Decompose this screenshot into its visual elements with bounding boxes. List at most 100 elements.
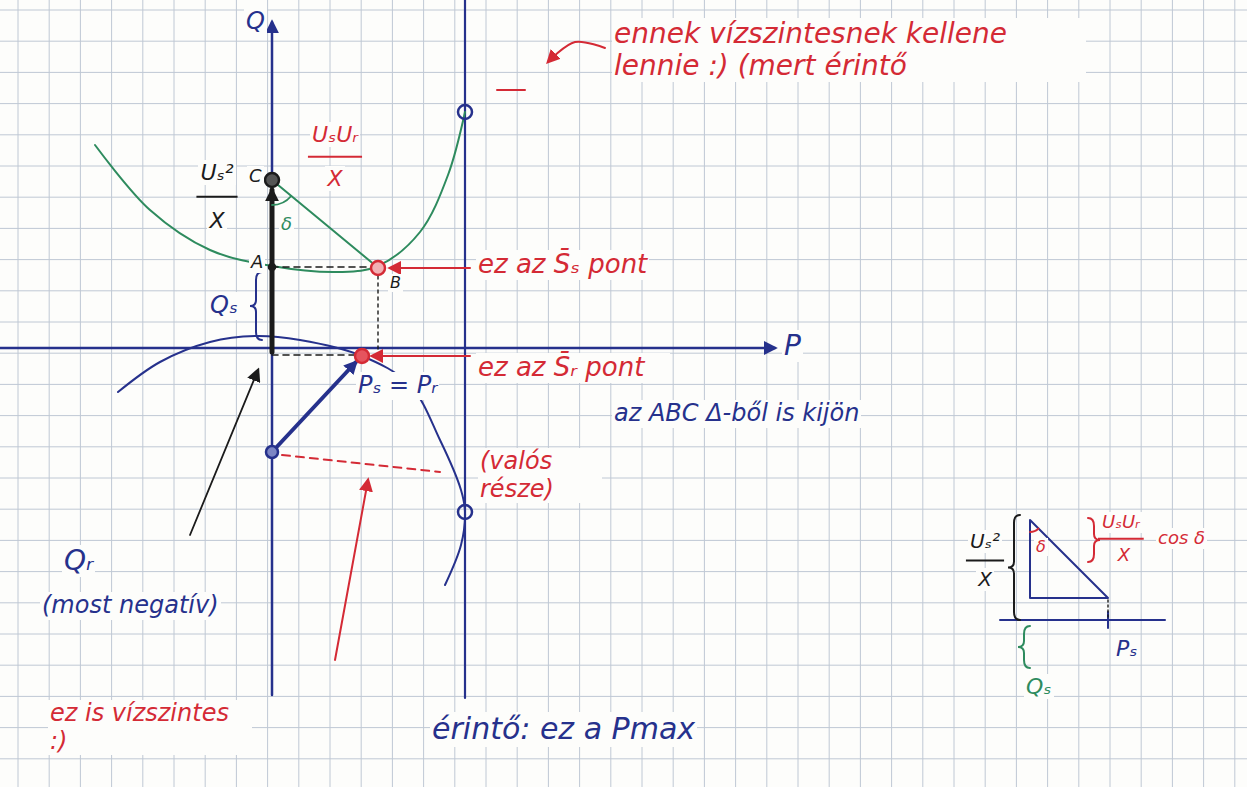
receiving-vector: [272, 362, 356, 452]
grid-line: [0, 665, 1247, 666]
grid-line: [0, 478, 1247, 479]
grid-line: [0, 571, 1247, 572]
point-a: [269, 264, 275, 270]
grid-line: [1141, 0, 1142, 787]
pointer-dash: [497, 89, 525, 91]
grid-line: [829, 0, 830, 787]
fraction-bar: [966, 560, 1004, 562]
grid-line: [486, 0, 487, 787]
inset-triangle: [1030, 520, 1108, 598]
grid-line: [0, 634, 1247, 635]
grid-line: [1016, 0, 1017, 787]
grid-line: [174, 0, 175, 787]
projection-line: [272, 354, 354, 356]
angle-label: δ: [1034, 538, 1048, 556]
grid-line: [579, 0, 580, 787]
grid-line: [891, 0, 892, 787]
grid-line: [860, 0, 861, 787]
grid-line: [80, 0, 81, 787]
grid-line: [0, 134, 1247, 135]
fraction-bar: [196, 196, 237, 198]
pointer-arrow: [372, 355, 470, 357]
note: ennek vízszintesnek kellene lennie :) (m…: [612, 18, 1086, 82]
grid-line: [673, 0, 674, 787]
fraction-denominator: X: [1116, 545, 1132, 566]
note: érintő: ez a Pmax: [430, 712, 697, 747]
grid-line: [454, 0, 455, 787]
grid-line: [0, 696, 1247, 697]
note: (valós része): [478, 448, 602, 503]
grid-line: [111, 0, 112, 787]
pointer-arrow: [548, 42, 605, 62]
grid-line: [985, 0, 986, 787]
axis-label: Q: [244, 8, 267, 36]
grid-line: [205, 0, 206, 787]
grid-line: [298, 0, 299, 787]
projection-line: [1107, 600, 1108, 618]
grid-line: [330, 0, 331, 787]
grid-line: [517, 0, 518, 787]
grid-line: [0, 228, 1247, 229]
grid-line: [1172, 0, 1173, 787]
angle-label: δ: [279, 214, 294, 235]
grid-line: [735, 0, 736, 787]
grid-line: [236, 0, 237, 787]
grid-line: [0, 540, 1247, 541]
grid-line: [1110, 0, 1111, 787]
grid-line: [1234, 0, 1235, 787]
axis-label: P: [782, 330, 803, 362]
angle-arc: [1030, 529, 1039, 533]
tangent-point: [458, 505, 472, 519]
fraction-numerator: Uₛ²: [198, 160, 235, 185]
fraction-numerator: UₛUᵣ: [310, 122, 360, 147]
grid-line: [0, 10, 1247, 11]
fraction-denominator: X: [976, 568, 994, 591]
fraction-bar: [1098, 538, 1144, 540]
grid-line: [1047, 0, 1048, 787]
note: (most negatív): [40, 592, 221, 620]
note: az ABC Δ-ből is kijön: [612, 400, 861, 428]
grid-line: [0, 103, 1247, 104]
quantity-label: Qₛ: [208, 292, 240, 320]
pointer-dash: [282, 455, 440, 472]
point-letter: A: [249, 252, 265, 273]
grid-line: [0, 384, 1247, 385]
grid-line: [642, 0, 643, 787]
point-b: [371, 261, 385, 275]
fraction-denominator: X: [325, 166, 344, 191]
grid-line: [267, 0, 268, 787]
fraction-numerator: Uₛ²: [968, 530, 1002, 553]
grid-line: [0, 509, 1247, 510]
grid-line: [798, 0, 799, 787]
grid-line: [142, 0, 143, 787]
pointer-arrow: [190, 370, 258, 535]
circle-center: [266, 446, 278, 458]
note: ez az S̄ₛ pont: [476, 250, 649, 280]
qs-bracket: [1018, 626, 1030, 668]
note: ez az S̄ᵣ pont: [476, 353, 670, 383]
quantity-label: Qₛ: [1024, 674, 1054, 699]
p-axis: [0, 347, 775, 350]
quantity-label: Qᵣ: [62, 545, 95, 577]
grid-line: [0, 290, 1247, 291]
fraction-bar: [308, 156, 362, 158]
point-c: [265, 173, 279, 187]
point-sr: [355, 349, 369, 363]
grid-line: [954, 0, 955, 787]
grid-line: [0, 446, 1247, 447]
grid-line: [1203, 0, 1204, 787]
tangent-point: [458, 105, 472, 119]
radius-vector: [272, 180, 376, 266]
pointer-arrow: [335, 480, 368, 660]
inset-axis: [1000, 619, 1165, 621]
grid-line: [1078, 0, 1079, 787]
projection-line: [272, 266, 370, 268]
grid-line: [922, 0, 923, 787]
sending-circle: [95, 112, 465, 272]
q-axis: [271, 22, 274, 695]
grid-line: [704, 0, 705, 787]
point-letter: C: [247, 166, 264, 187]
quantity-label: Pₛ: [1114, 636, 1139, 661]
angle-arc: [272, 196, 291, 205]
